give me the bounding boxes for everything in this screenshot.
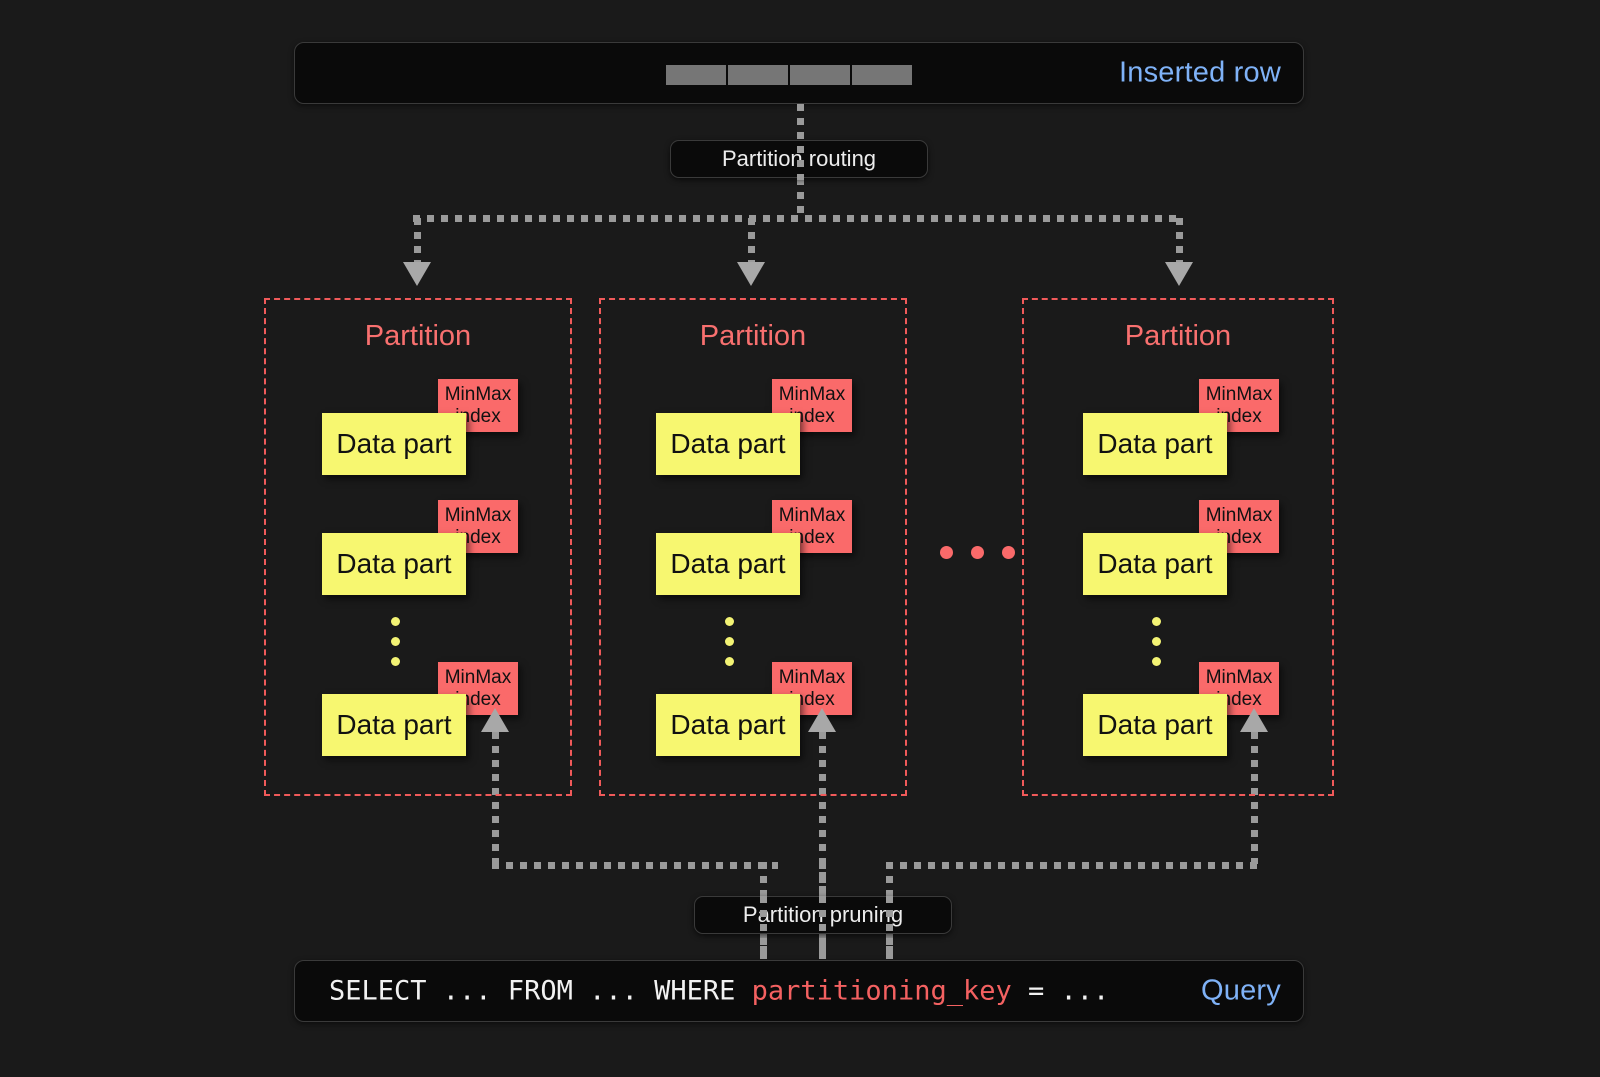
sql-suffix: = ... xyxy=(1011,975,1110,1007)
data-part-box: Data part xyxy=(656,413,800,475)
ellipsis-dot xyxy=(725,637,734,646)
part-ellipsis-vertical xyxy=(725,617,734,666)
partition-container-2: Partition xyxy=(599,298,907,796)
data-part-label: Data part xyxy=(336,548,452,579)
arrow-into-partition-3 xyxy=(1165,262,1193,286)
query-label: Query xyxy=(1201,974,1281,1007)
ellipsis-dot xyxy=(1152,617,1161,626)
connector-fanout-leg-3 xyxy=(1176,218,1183,266)
connector-pruning-through-center xyxy=(819,896,826,960)
connector-pruning-bus-right xyxy=(886,862,1258,869)
connector-pruning-leg-1 xyxy=(492,732,499,864)
arrow-into-data-part-3 xyxy=(1240,708,1268,732)
connector-pruning-leg-2 xyxy=(819,732,826,948)
connector-fanout-bus xyxy=(413,215,1181,222)
partition-title: Partition xyxy=(1124,320,1232,352)
query-bar: SELECT ... FROM ... WHERE partitioning_k… xyxy=(294,960,1304,1022)
partition-container-3: Partition xyxy=(1022,298,1334,796)
data-part-label: Data part xyxy=(670,709,786,740)
ellipsis-dot xyxy=(391,637,400,646)
ellipsis-dot xyxy=(971,546,984,559)
part-ellipsis-vertical xyxy=(391,617,400,666)
ellipsis-dot xyxy=(940,546,953,559)
data-part-box: Data part xyxy=(656,533,800,595)
data-part-box: Data part xyxy=(322,413,466,475)
data-part-label: Data part xyxy=(1097,709,1213,740)
ellipsis-dot xyxy=(391,657,400,666)
data-part-label: Data part xyxy=(670,428,786,459)
ellipsis-dot xyxy=(1152,657,1161,666)
data-part-label: Data part xyxy=(1097,428,1213,459)
partition-container-1: Partition xyxy=(264,298,572,796)
partition-title: Partition xyxy=(364,320,472,352)
arrow-into-data-part-2 xyxy=(808,708,836,732)
data-part-label: Data part xyxy=(1097,548,1213,579)
ellipsis-dot xyxy=(1002,546,1015,559)
inserted-row-label: Inserted row xyxy=(1119,56,1281,89)
arrow-into-partition-2 xyxy=(737,262,765,286)
data-part-label: Data part xyxy=(336,709,452,740)
row-cell xyxy=(790,65,850,85)
data-part-box: Data part xyxy=(322,694,466,756)
row-cell xyxy=(852,65,912,85)
connector-insert-to-routing xyxy=(797,104,804,180)
ellipsis-dot xyxy=(1152,637,1161,646)
row-cell xyxy=(728,65,788,85)
connector-routing-stub xyxy=(797,178,804,218)
ellipsis-dot xyxy=(725,617,734,626)
data-part-box: Data part xyxy=(656,694,800,756)
connector-pruning-through-right xyxy=(886,896,893,960)
data-part-label: Data part xyxy=(670,548,786,579)
connector-pruning-leg-3 xyxy=(1251,732,1258,864)
ellipsis-dot xyxy=(725,657,734,666)
arrow-into-partition-1 xyxy=(403,262,431,286)
partition-title: Partition xyxy=(699,320,807,352)
data-part-box: Data part xyxy=(322,533,466,595)
data-part-label: Data part xyxy=(336,428,452,459)
partitions-ellipsis-horizontal xyxy=(940,546,1015,559)
connector-pruning-through-left xyxy=(760,896,767,960)
data-part-box: Data part xyxy=(1083,413,1227,475)
data-part-box: Data part xyxy=(1083,694,1227,756)
data-part-box: Data part xyxy=(1083,533,1227,595)
part-ellipsis-vertical xyxy=(1152,617,1161,666)
connector-fanout-leg-2 xyxy=(748,218,755,266)
sql-prefix: SELECT ... FROM ... WHERE xyxy=(329,975,752,1007)
row-cell xyxy=(666,65,726,85)
inserted-row-bar: Inserted row xyxy=(294,42,1304,104)
inserted-row-cells xyxy=(666,65,912,85)
ellipsis-dot xyxy=(391,617,400,626)
connector-fanout-leg-1 xyxy=(414,218,421,266)
query-sql-text: SELECT ... FROM ... WHERE partitioning_k… xyxy=(329,976,1109,1007)
sql-partitioning-key: partitioning_key xyxy=(751,975,1012,1007)
connector-pruning-bus-left xyxy=(492,862,778,869)
arrow-into-data-part-1 xyxy=(481,708,509,732)
